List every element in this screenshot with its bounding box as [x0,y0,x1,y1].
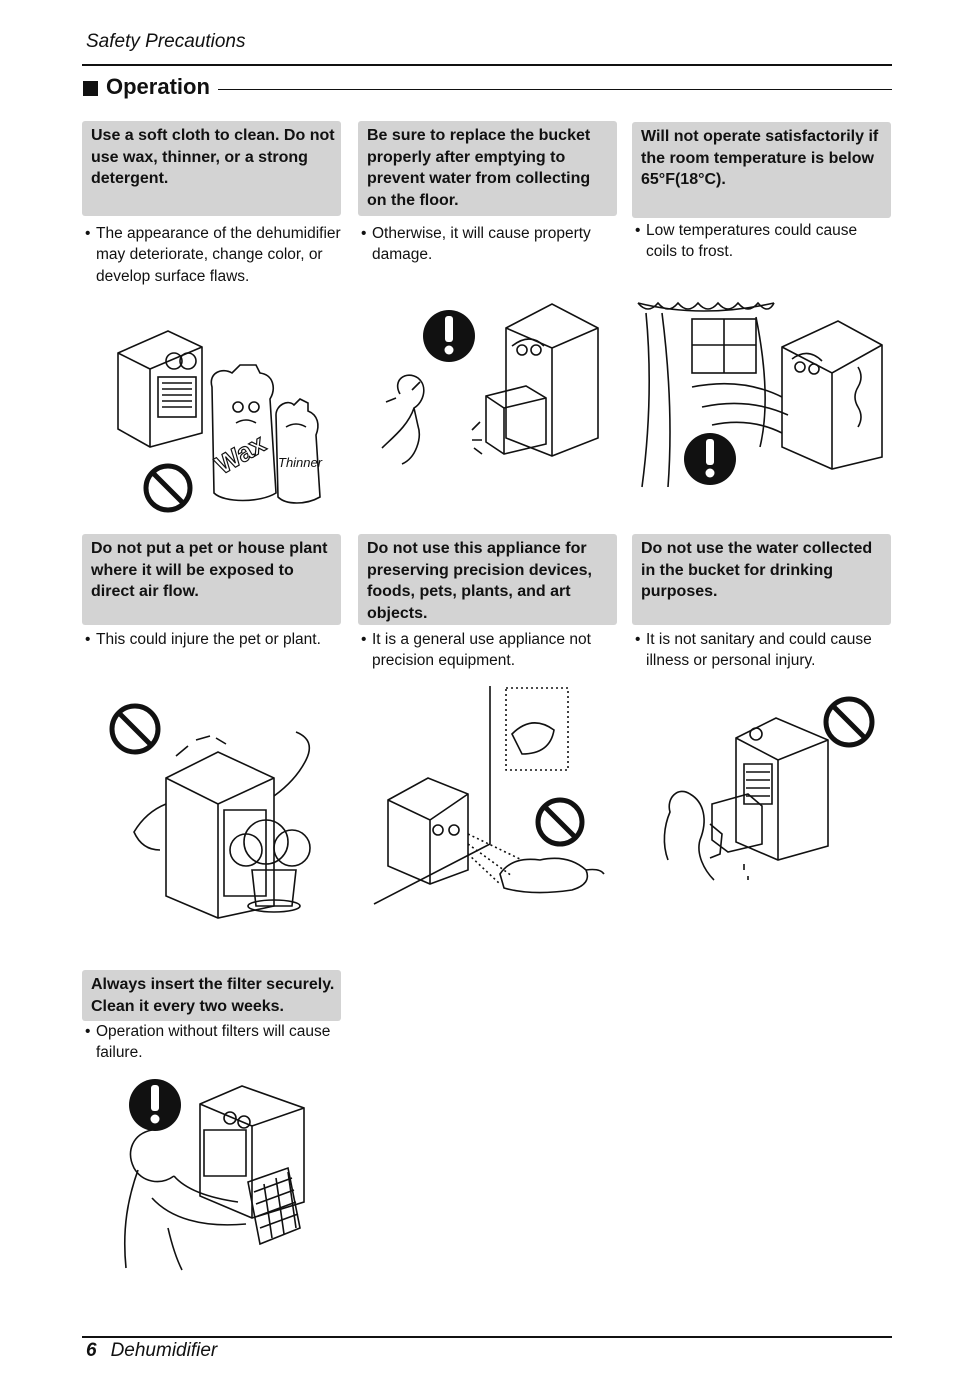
prohibition-icon [143,463,193,513]
section-title: Operation [106,74,210,99]
card-note-text: This could injure the pet or plant. [96,631,321,648]
page-number: 6 [86,1340,97,1361]
prohibition-icon [109,703,161,755]
card-note: • It is not sanitary and could cause ill… [632,629,891,672]
illustration-filter [112,1078,318,1274]
illustration-drinking [652,694,882,894]
card-note: • Low temperatures could cause coils to … [632,220,891,263]
header-rule [82,64,892,66]
card-note: • The appearance of the dehumidifier may… [82,223,341,287]
wax-label: Wax [210,428,271,480]
card-note: • This could injure the pet or plant. [82,629,341,650]
safety-card-drinking: Do not use the water collected in the bu… [632,534,891,672]
safety-card-precision: Do not use this appliance for preserving… [358,534,617,672]
card-note: • Operation without filters will cause f… [82,1021,341,1064]
safety-card-cleaning: Use a soft cloth to clean. Do not use wa… [82,121,341,287]
page-footer: 6 Dehumidifier [86,1340,217,1362]
card-note-text: Low temperatures could cause coils to fr… [646,222,858,261]
card-heading: Use a soft cloth to clean. Do not use wa… [82,121,341,216]
card-heading: Do not use the water collected in the bu… [632,534,891,625]
safety-card-temperature: Will not operate satisfactorily if the r… [632,122,891,263]
illustration-precision [372,684,612,906]
warning-exclamation-icon [423,310,475,362]
prohibition-icon [535,797,585,847]
safety-card-filter: Always insert the filter securely. Clean… [82,970,341,1064]
safety-card-bucket: Be sure to replace the bucket properly a… [358,121,617,266]
bullet: • [85,631,91,648]
warning-exclamation-icon [684,433,736,485]
card-heading: Do not use this appliance for preserving… [358,534,617,625]
illustration-bucket [372,298,612,478]
bullet: • [361,631,367,648]
bullet: • [85,1023,91,1040]
warning-exclamation-icon [129,1079,181,1131]
bullet: • [85,225,91,242]
footer-rule [82,1336,892,1338]
bullet: • [361,225,367,242]
card-note-text: Otherwise, it will cause property damage… [372,225,591,264]
section-heading: Operation [82,74,892,104]
section-square-icon [83,81,98,96]
card-note-text: It is a general use appliance not precis… [372,631,591,670]
thinner-label: Thinner [278,455,323,470]
card-heading: Be sure to replace the bucket properly a… [358,121,617,216]
illustration-wax-thinner: Wax Thinner [110,325,330,515]
card-note: • It is a general use appliance not prec… [358,629,617,672]
card-note-text: Operation without filters will cause fai… [96,1023,331,1062]
footer-title: Dehumidifier [110,1340,218,1361]
safety-card-pet-plant: Do not put a pet or house plant where it… [82,534,341,650]
card-heading: Do not put a pet or house plant where it… [82,534,341,625]
card-heading: Always insert the filter securely. Clean… [82,970,341,1021]
page-header-title: Safety Precautions [86,31,246,52]
bullet: • [635,631,641,648]
illustration-cold-window [632,297,888,492]
bullet: • [635,222,641,239]
section-rule [218,89,892,90]
card-heading: Will not operate satisfactorily if the r… [632,122,891,218]
card-note: • Otherwise, it will cause property dama… [358,223,617,266]
card-note-text: It is not sanitary and could cause illne… [646,631,872,670]
illustration-plant [106,700,326,922]
card-note-text: The appearance of the dehumidifier may d… [96,225,341,285]
prohibition-icon [823,696,875,748]
